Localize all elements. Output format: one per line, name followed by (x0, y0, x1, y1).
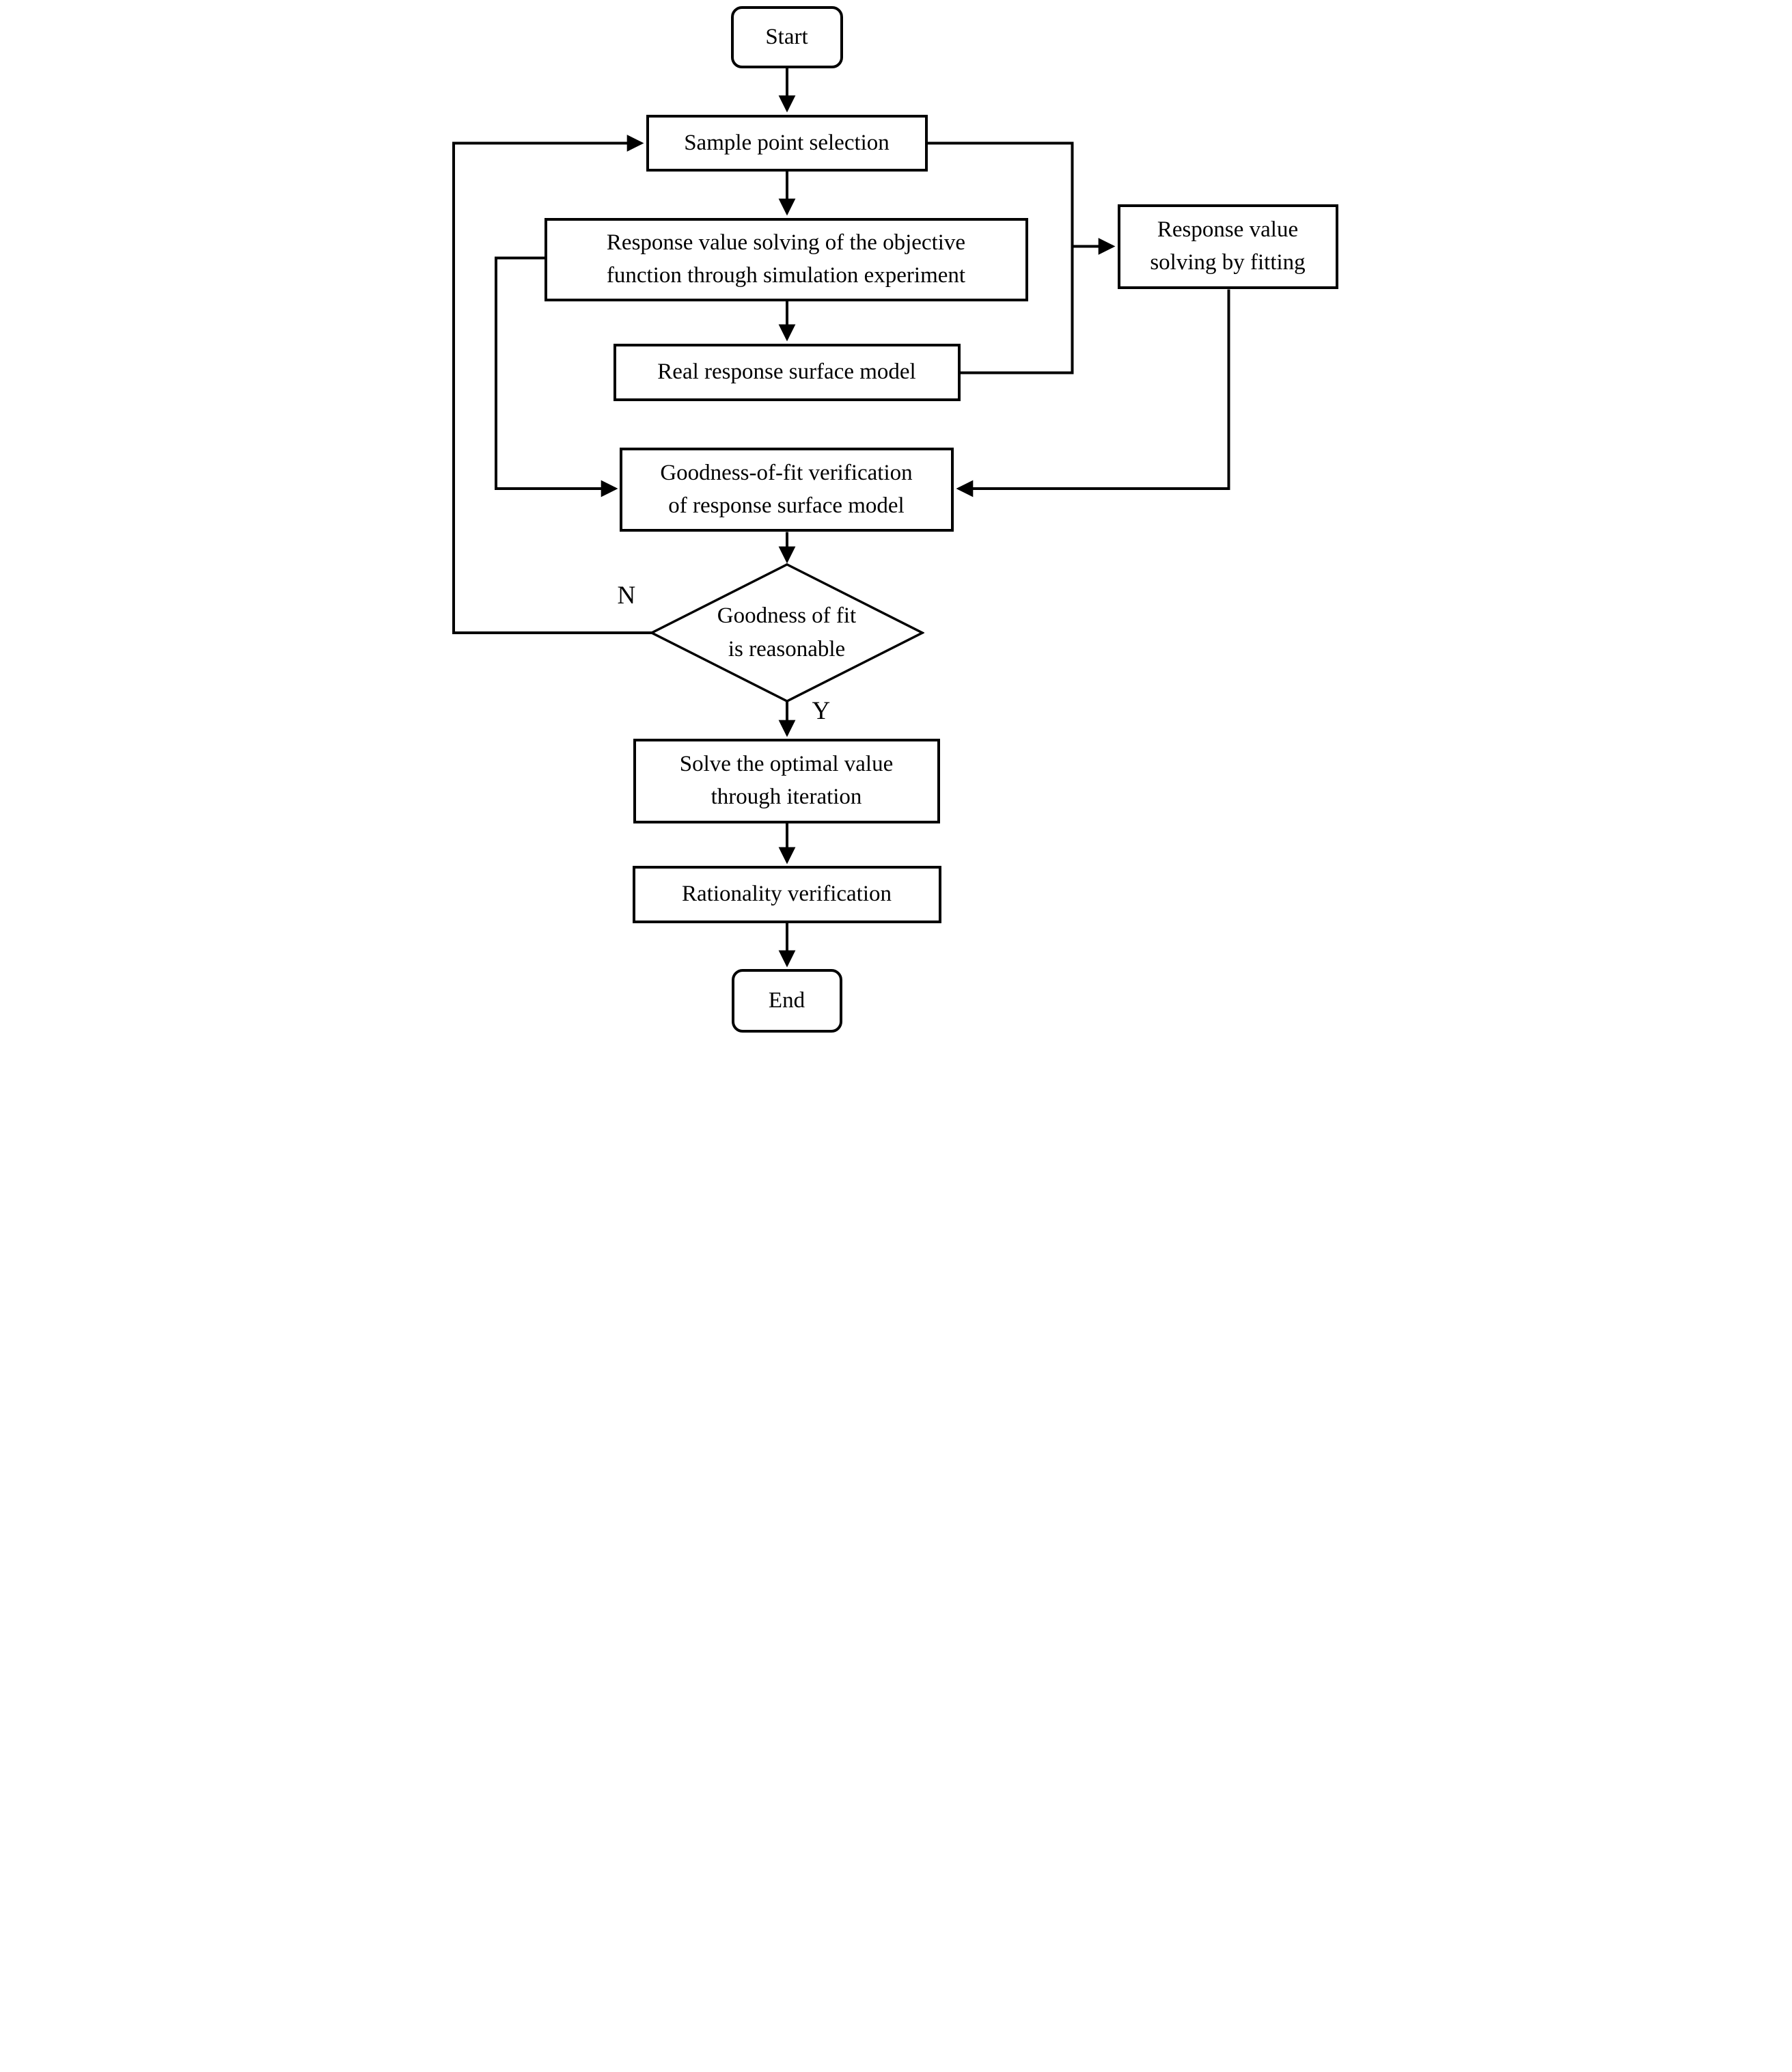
edge-no-loop-to-sample (452, 135, 652, 634)
flow-connectors (452, 68, 1230, 968)
end-label: End (768, 987, 805, 1013)
edge-trunk-sample-realmodel (926, 141, 1073, 374)
decision-text: Goodness of fit is reasonable (650, 563, 924, 703)
rationality-verification-label: Rationality verification (682, 882, 892, 907)
sample-point-selection-label: Sample point selection (684, 130, 890, 155)
goodness-of-fit-verification-node: Goodness-of-fit verification of response… (619, 448, 954, 532)
simulation-response-node: Response value solving of the objective … (544, 218, 1028, 301)
goodness-reasonable-decision-node: Goodness of fit is reasonable (649, 563, 924, 703)
simulation-response-line1: Response value solving of the objective (606, 230, 966, 256)
branch-label-yes: Y (812, 697, 831, 725)
edge-simulation-to-goodness (494, 256, 618, 497)
rationality-verification-node: Rationality verification (632, 866, 941, 923)
real-response-surface-model-node: Real response surface model (613, 344, 961, 401)
solve-optimal-value-node: Solve the optimal value through iteratio… (633, 739, 940, 823)
response-solving-by-fitting-line1: Response value (1157, 217, 1299, 243)
goodness-of-fit-verification-line1: Goodness-of-fit verification (660, 460, 913, 485)
sample-point-selection-node: Sample point selection (646, 115, 928, 172)
end-node: End (731, 969, 842, 1033)
response-solving-by-fitting-line2: solving by fitting (1150, 250, 1306, 275)
response-solving-by-fitting-node: Response value solving by fitting (1117, 204, 1338, 289)
decision-line2: is reasonable (728, 637, 846, 662)
flowchart-canvas: Start Sample point selection Response va… (447, 0, 1345, 1036)
solve-optimal-value-line1: Solve the optimal value (679, 752, 894, 777)
decision-line1: Goodness of fit (717, 603, 857, 628)
real-response-surface-model-label: Real response surface model (657, 359, 916, 385)
decision-diamond-shape (649, 563, 924, 703)
goodness-of-fit-verification-line2: of response surface model (668, 493, 905, 518)
start-label: Start (765, 24, 808, 49)
branch-label-no: N (617, 582, 636, 610)
edge-fitting-to-goodness (956, 289, 1230, 497)
start-node: Start (730, 6, 843, 68)
solve-optimal-value-line2: through iteration (711, 785, 862, 809)
simulation-response-line2: function through simulation experiment (606, 263, 966, 288)
